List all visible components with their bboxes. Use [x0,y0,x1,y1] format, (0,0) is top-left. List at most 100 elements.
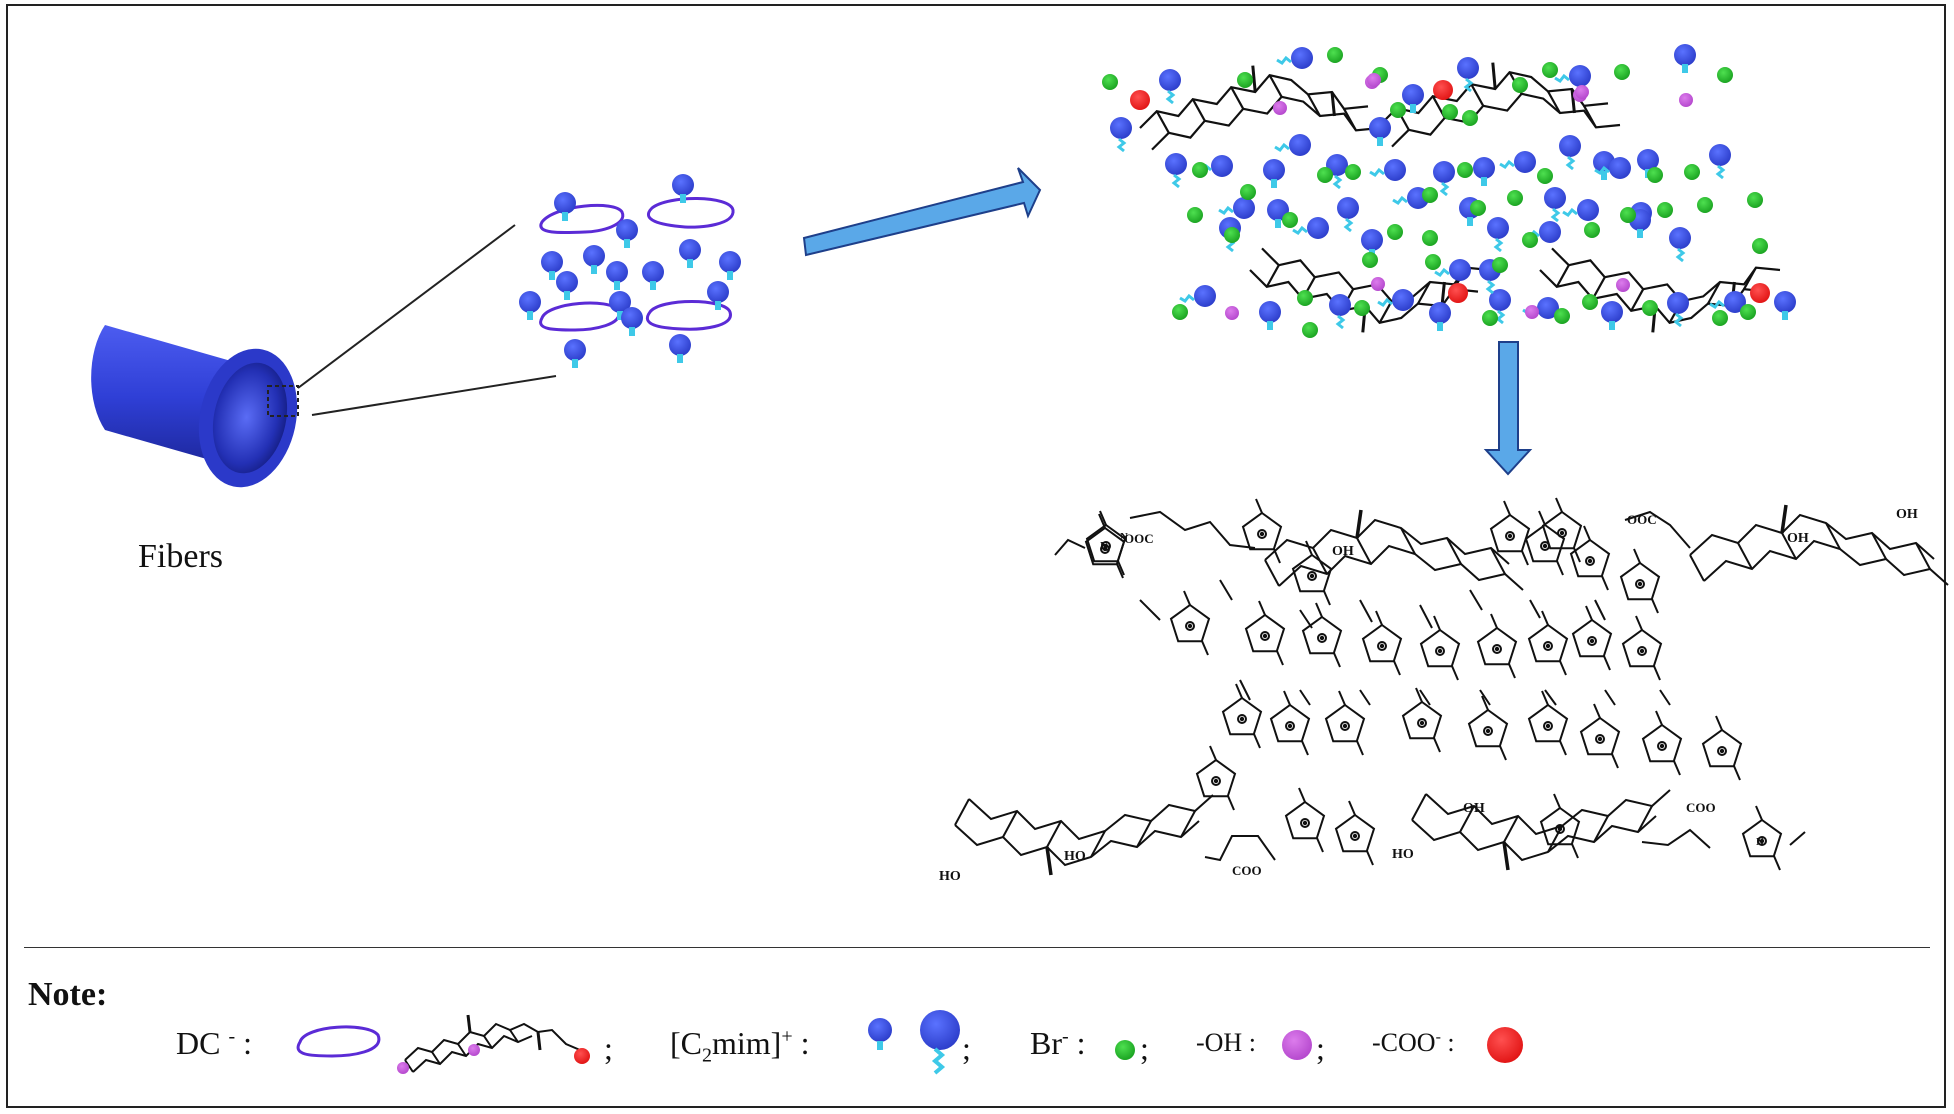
cation-ball [1667,292,1689,328]
cation-ball [1274,134,1311,156]
imidazolium-ring [1741,818,1783,858]
br-ion [1537,168,1553,184]
br-ion [1237,72,1253,88]
imidazolium-ring [1324,703,1366,743]
br-ion [1462,110,1478,126]
cation-ball [1559,135,1581,171]
imidazolium-ring [1701,728,1743,768]
br-ion [1302,322,1318,338]
br-ion [1282,212,1298,228]
steroid-backbone [1703,539,1949,586]
br-ion [1542,62,1558,78]
legend-c2mim-end: ; [962,1030,971,1066]
br-ion [1240,184,1256,200]
br-ion [1657,202,1673,218]
alkyl-chain [1659,689,1671,706]
cation-ball [1259,301,1281,330]
br-ion [1425,254,1441,270]
imidazolium-ring [1476,626,1518,666]
imidazolium-ring [1527,703,1569,743]
cation-ball [1292,217,1329,239]
br-ion [1345,164,1361,180]
legend-skeleton-coo-dot [574,1048,590,1064]
legend-coo-text: -COO- : [1372,1028,1455,1058]
steroid-backbone [954,820,1200,867]
cation-ball [1263,159,1285,188]
imidazolium-ring [1241,511,1283,551]
structure-label: OH [1787,531,1809,546]
structure-label: COO [1686,800,1716,815]
cation-ball [1594,157,1631,179]
cation-ball [1329,294,1351,330]
legend-coo-charge: - [1435,1028,1441,1046]
imidazolium-ring [1541,510,1583,550]
zoom-line-bottom [311,375,557,416]
br-ion [1712,310,1728,326]
arrow-down [1483,341,1533,476]
imidazolium-ring [1579,716,1621,756]
coo-group [1750,283,1770,303]
legend-oh-label: -OH [1196,1028,1243,1057]
legend-br-label: Br [1030,1025,1062,1061]
oh-group [1679,93,1693,107]
imidazolium-ring [1361,623,1403,663]
cation-ball [1218,197,1255,219]
br-ion [1387,224,1403,240]
cation-ball [1179,285,1216,307]
br-ion [1717,67,1733,83]
steroid-backbone [1264,518,1510,565]
cation-ball [669,334,691,363]
legend-skeleton-oh-dot [397,1062,409,1074]
cation-ball [541,251,563,280]
steroid-backbone [1689,513,1935,560]
structure-label: N [1756,836,1764,848]
cation-ball [1369,117,1391,146]
molecular-structure [954,497,1949,876]
note-separator [24,947,1930,948]
cation-ball [1709,144,1731,180]
legend-br-sep: : [1076,1025,1086,1061]
cation-ball [1709,291,1746,313]
oh-group [1616,278,1630,292]
cation-ball [1544,187,1566,223]
alkyl-chain [1139,599,1161,621]
ion-assembly-balls [1102,44,1796,338]
br-ion [1697,197,1713,213]
br-ion [1422,187,1438,203]
fibers-label: Fibers [138,538,223,575]
cation-ball [1276,47,1313,69]
br-ion [1192,162,1208,178]
br-ion [1752,238,1768,254]
imidazolium-ring [1527,623,1569,663]
structure-label: HO [1392,847,1414,862]
br-ion [1512,77,1528,93]
alkyl-chain [1529,599,1541,619]
cation-ball [1159,69,1181,105]
br-ion [1297,290,1313,306]
cation-ball [1165,153,1187,189]
arrow-right [802,167,1042,257]
cation-ball [621,307,643,336]
structure-label: OH [1463,801,1485,816]
structure-label: OOC [1627,512,1657,527]
cation-ball [1562,199,1599,221]
cation-ball [1554,65,1591,87]
br-ion [1647,167,1663,183]
legend-skeleton-oh2-dot [468,1044,480,1056]
cation-ball [1337,197,1359,233]
br-ion [1102,74,1118,90]
cation-ball [672,174,694,203]
oh-group [1575,85,1589,99]
br-ion [1442,104,1458,120]
legend-dc-label: DC [176,1025,221,1061]
br-ion [1747,192,1763,208]
legend-dc-skeleton [404,1014,581,1073]
coo-group [1433,80,1453,100]
steroid-backbone [968,794,1214,841]
structure-label: HO [939,869,961,884]
oh-group [1225,306,1239,320]
imidazolium-ring [1571,618,1613,658]
br-ion [1354,300,1370,316]
br-ion [1584,222,1600,238]
